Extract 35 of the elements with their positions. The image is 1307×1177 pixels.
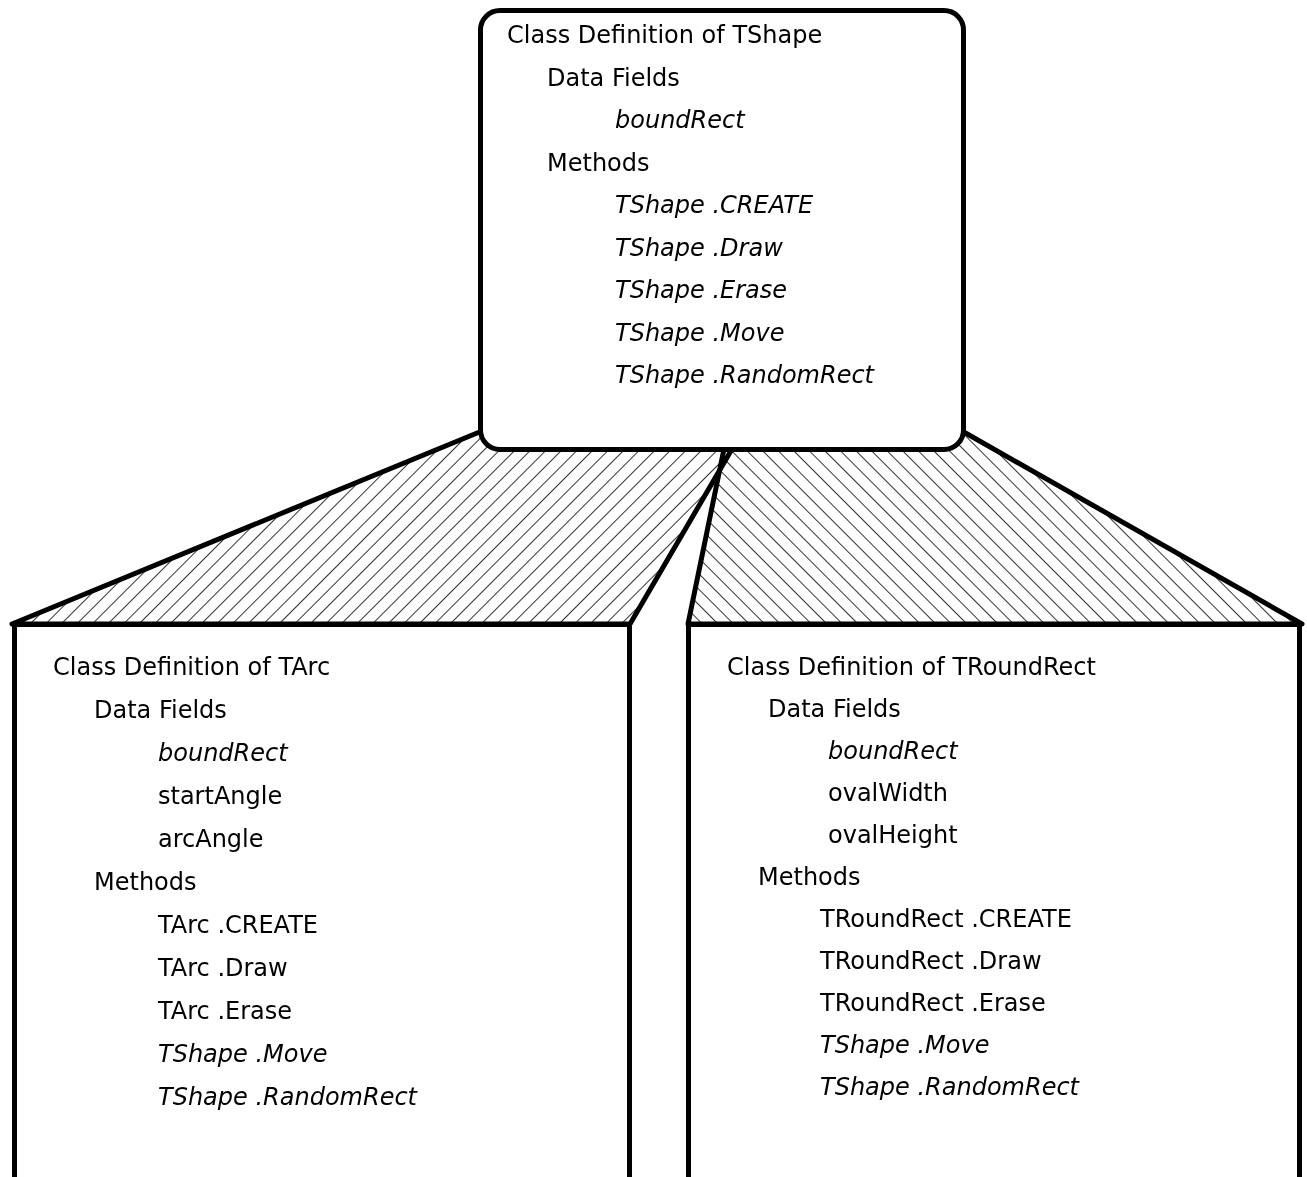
class-heading: Class Definition of TArc <box>53 652 331 682</box>
member-label: arcAngle <box>158 824 264 854</box>
member-label: boundRect <box>615 105 745 135</box>
member-label: TShape .Erase <box>615 275 788 305</box>
member-label: TShape .RandomRect <box>820 1072 1079 1102</box>
class-box <box>686 622 1302 1177</box>
member-label: TShape .Move <box>820 1030 990 1060</box>
member-label: TShape .CREATE <box>615 190 814 220</box>
member-label: Data Fields <box>547 62 680 93</box>
member-label: Data Fields <box>94 695 227 725</box>
member-label: Methods <box>547 147 650 178</box>
member-label: TRoundRect .Erase <box>820 988 1046 1018</box>
member-label: TArc .Erase <box>158 996 292 1026</box>
member-label: TShape .RandomRect <box>158 1082 417 1112</box>
hatched-connector <box>685 428 1305 627</box>
class-box <box>478 8 966 452</box>
member-label: TArc .CREATE <box>158 910 318 940</box>
member-label: TRoundRect .Draw <box>820 946 1042 976</box>
member-label: Methods <box>758 862 861 892</box>
member-label: TRoundRect .CREATE <box>820 904 1072 934</box>
member-label: Data Fields <box>768 694 901 724</box>
member-label: Methods <box>94 867 197 897</box>
member-label: TArc .Draw <box>158 953 288 983</box>
member-label: TShape .RandomRect <box>615 360 874 390</box>
member-label: ovalWidth <box>828 778 948 808</box>
member-label: startAngle <box>158 781 283 811</box>
class-heading: Class Definition of TShape <box>507 20 823 50</box>
member-label: TShape .Move <box>615 317 785 348</box>
class-box <box>12 622 632 1177</box>
member-label: boundRect <box>158 738 288 768</box>
class-heading: Class Definition of TRoundRect <box>727 652 1096 682</box>
member-label: ovalHeight <box>828 820 958 850</box>
member-label: TShape .Draw <box>615 232 783 263</box>
member-label: boundRect <box>828 736 958 766</box>
member-label: TShape .Move <box>158 1039 328 1069</box>
